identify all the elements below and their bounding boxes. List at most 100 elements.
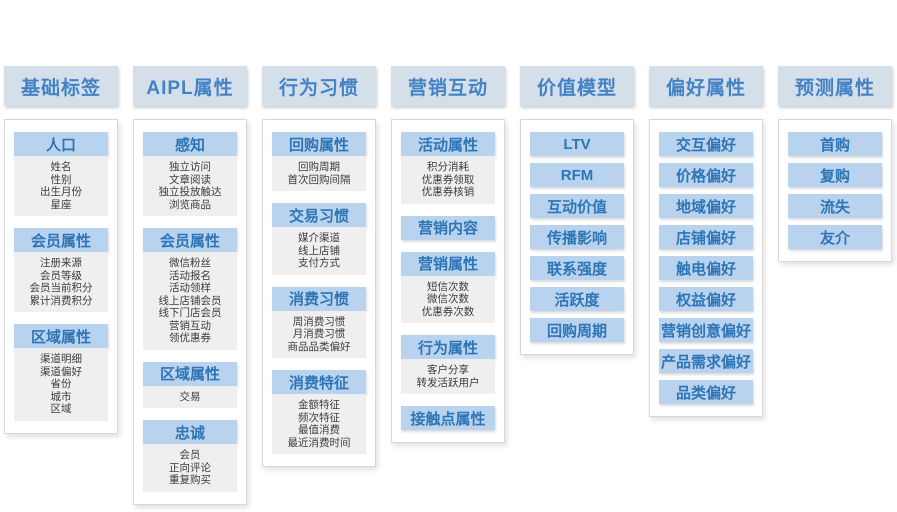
tag-section: 交易习惯 媒介渠道线上店铺支付方式 xyxy=(272,203,366,275)
column-title: 偏好属性 xyxy=(665,77,746,99)
section-header: 友介 xyxy=(788,225,882,249)
section-header: 店铺偏好 xyxy=(659,225,753,249)
section-header: 互动价值 xyxy=(530,194,624,218)
tag-column-5: 价值模型 LTV RFM 互动价值 传播影响 联系强度 活跃度 回购周期 xyxy=(520,66,634,355)
section-header: 消费习惯 xyxy=(272,286,366,311)
tag-item: 回购周期 xyxy=(298,161,340,173)
section-header: 流失 xyxy=(788,194,882,218)
section-header: 回购属性 xyxy=(272,132,366,156)
tag-section: RFM xyxy=(530,163,624,187)
tag-item: 领优惠券 xyxy=(169,332,211,344)
section-header: 会员属性 xyxy=(14,228,108,252)
tag-item: 优惠券次数 xyxy=(421,305,475,318)
column-header: 基础标签 xyxy=(4,66,118,106)
tag-item: 性别 xyxy=(50,173,72,186)
tag-item: 独立访问 xyxy=(169,161,211,173)
section-header: 营销属性 xyxy=(401,251,495,276)
tag-column-4: 营销互动 活动属性 积分消耗优惠券领取优惠券核销 营销内容 营销属性 短信次数微… xyxy=(391,66,505,443)
column-title: 价值模型 xyxy=(536,77,617,99)
section-header: 权益偏好 xyxy=(659,287,753,311)
section-item-list: 独立访问文章阅读独立投放触达浏览商品 xyxy=(143,156,237,216)
section-item-list: 姓名性别出生月份星座 xyxy=(14,156,108,216)
tag-item: 交易 xyxy=(179,390,201,403)
section-header: 感知 xyxy=(143,132,237,156)
section-item-list: 媒介渠道线上店铺支付方式 xyxy=(272,227,366,275)
tag-item: 最值消费 xyxy=(298,424,340,436)
section-header: 营销内容 xyxy=(401,215,495,240)
tag-section: 联系强度 xyxy=(530,256,624,280)
tag-section: 交互偏好 xyxy=(659,132,753,156)
section-header: 营销创意偏好 xyxy=(659,318,753,342)
column-title: AIPL属性 xyxy=(146,77,234,99)
tag-item: 微信粉丝 xyxy=(169,257,211,269)
column-header: 价值模型 xyxy=(520,66,634,106)
tag-item: 注册来源 xyxy=(40,257,82,269)
tag-section: 营销创意偏好 xyxy=(659,318,753,342)
column-body: 人口 姓名性别出生月份星座 会员属性 注册来源会员等级会员当前积分累计消费积分 … xyxy=(4,119,118,434)
tag-item: 会员等级 xyxy=(40,269,82,282)
column-title: 基础标签 xyxy=(20,77,101,99)
section-header: 触电偏好 xyxy=(659,256,753,280)
tag-item: 线上店铺会员 xyxy=(158,294,222,307)
tag-item: 渠道偏好 xyxy=(40,365,82,378)
tag-section: 品类偏好 xyxy=(659,380,753,404)
tag-section: 会员属性 注册来源会员等级会员当前积分累计消费积分 xyxy=(14,228,108,312)
tag-item: 短信次数 xyxy=(427,280,469,293)
tag-item: 活动领样 xyxy=(169,282,211,294)
tag-item: 城市 xyxy=(50,390,72,403)
tag-section: 回购周期 xyxy=(530,318,624,342)
section-header: 品类偏好 xyxy=(659,380,753,404)
tag-item: 最近消费时间 xyxy=(287,436,351,449)
section-header: LTV xyxy=(530,132,624,156)
tag-item: 商品品类偏好 xyxy=(287,340,351,353)
tag-section: 区域属性 交易 xyxy=(143,361,237,408)
section-item-list: 交易 xyxy=(143,385,237,408)
tag-item: 线上店铺 xyxy=(298,244,340,257)
tag-item: 周消费习惯 xyxy=(292,315,346,328)
tag-section: 地域偏好 xyxy=(659,194,753,218)
section-item-list: 金额特征频次特征最值消费最近消费时间 xyxy=(272,394,366,454)
tag-section: 营销属性 短信次数微信次数优惠券次数 xyxy=(401,251,495,323)
tag-section: 触电偏好 xyxy=(659,256,753,280)
tag-item: 区域 xyxy=(50,403,72,415)
column-body: 活动属性 积分消耗优惠券领取优惠券核销 营销内容 营销属性 短信次数微信次数优惠… xyxy=(391,119,505,443)
tag-column-1: 基础标签 人口 姓名性别出生月份星座 会员属性 注册来源会员等级会员当前积分累计… xyxy=(4,66,118,434)
section-item-list: 回购周期首次回购间隔 xyxy=(272,156,366,191)
tag-item: 金额特征 xyxy=(298,399,340,411)
tag-section: 营销内容 xyxy=(401,215,495,240)
column-title: 行为习惯 xyxy=(278,77,359,99)
section-header: 传播影响 xyxy=(530,225,624,249)
section-header: 复购 xyxy=(788,163,882,187)
column-body: LTV RFM 互动价值 传播影响 联系强度 活跃度 回购周期 xyxy=(520,119,634,355)
tag-section: 价格偏好 xyxy=(659,163,753,187)
column-body: 首购 复购 流失 友介 xyxy=(778,119,892,262)
tag-item: 会员当前积分 xyxy=(29,282,93,294)
section-item-list: 短信次数微信次数优惠券次数 xyxy=(401,275,495,323)
tag-section: 忠诚 会员正向评论重复购买 xyxy=(143,420,237,492)
section-header: RFM xyxy=(530,163,624,187)
tag-item: 优惠券核销 xyxy=(421,186,475,198)
section-header: 消费特征 xyxy=(272,370,366,394)
tag-taxonomy-board: 基础标签 人口 姓名性别出生月份星座 会员属性 注册来源会员等级会员当前积分累计… xyxy=(4,66,892,505)
tag-item: 支付方式 xyxy=(298,257,340,269)
tag-item: 星座 xyxy=(50,198,72,211)
tag-section: 互动价值 xyxy=(530,194,624,218)
section-header: 区域属性 xyxy=(143,361,237,386)
tag-column-7: 预测属性 首购 复购 流失 友介 xyxy=(778,66,892,262)
section-header: 地域偏好 xyxy=(659,194,753,218)
column-header: AIPL属性 xyxy=(133,66,247,106)
tag-section: 感知 独立访问文章阅读独立投放触达浏览商品 xyxy=(143,132,237,216)
tag-item: 转发活跃用户 xyxy=(416,376,480,389)
tag-item: 首次回购间隔 xyxy=(287,173,351,186)
section-item-list: 会员正向评论重复购买 xyxy=(143,444,237,492)
tag-section: 复购 xyxy=(788,163,882,187)
tag-section: 产品需求偏好 xyxy=(659,349,753,373)
section-header: 交易习惯 xyxy=(272,203,366,227)
section-item-list: 注册来源会员等级会员当前积分累计消费积分 xyxy=(14,252,108,312)
section-header: 产品需求偏好 xyxy=(659,349,753,373)
tag-item: 姓名 xyxy=(50,161,72,173)
column-header: 营销互动 xyxy=(391,66,505,106)
tag-section: 友介 xyxy=(788,225,882,249)
column-body: 回购属性 回购周期首次回购间隔 交易习惯 媒介渠道线上店铺支付方式 消费习惯 周… xyxy=(262,119,376,467)
tag-section: 权益偏好 xyxy=(659,287,753,311)
